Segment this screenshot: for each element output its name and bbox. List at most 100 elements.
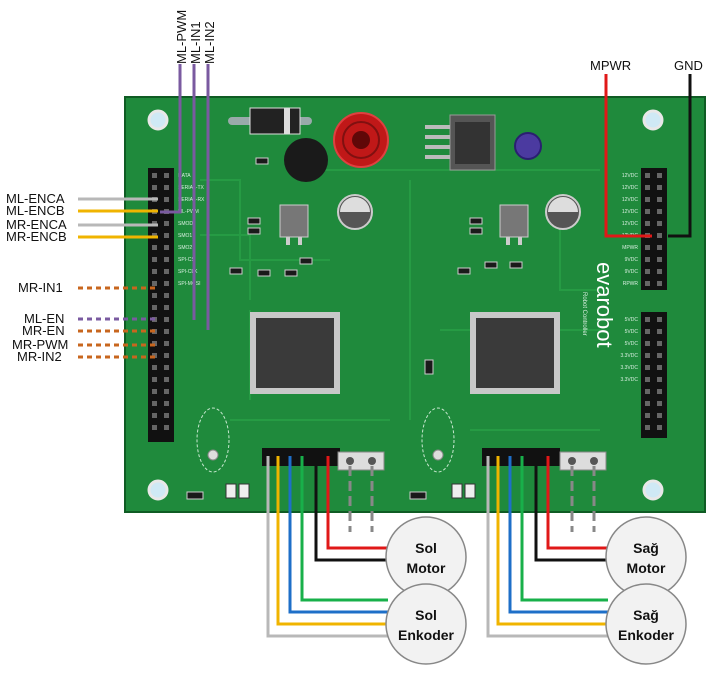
pin-label: 12VDC: [622, 209, 639, 215]
header-pin: [164, 305, 169, 310]
left-encoder-bubble: Sol Enkoder: [385, 583, 467, 665]
mounting-holes: [147, 109, 664, 501]
header-pin: [164, 317, 169, 322]
pin-label: 3.3VDC: [620, 353, 638, 359]
header-pin: [164, 353, 169, 358]
pin-label: SMO1: [178, 233, 192, 239]
pin-label: ML-PWM: [178, 209, 199, 215]
header-pin: [645, 365, 650, 370]
label-mr-enca: MR-ENCA: [6, 217, 67, 232]
header-jp3: [148, 168, 174, 442]
pin-label: SERIAL-RX: [178, 197, 205, 203]
header-pin: [164, 329, 169, 334]
regulator-left: [279, 194, 373, 245]
header-pin: [152, 377, 157, 382]
svg-text:Motor: Motor: [627, 560, 666, 576]
header-pin: [645, 413, 650, 418]
label-ml-enca: ML-ENCA: [6, 191, 65, 206]
header-pin: [657, 413, 662, 418]
header-pin: [152, 401, 157, 406]
header-pin: [164, 173, 169, 178]
pin-label: MPWR: [622, 245, 638, 251]
svg-text:Enkoder: Enkoder: [618, 627, 675, 643]
label-ml-in2: ML-IN2: [202, 21, 217, 64]
right-encoder-bubble: Sağ Enkoder: [605, 583, 687, 665]
label-mr-pwm: MR-PWM: [12, 337, 68, 352]
pin-label: 12VDC: [622, 221, 639, 227]
header-pin: [164, 233, 169, 238]
pin-label: 12VDC: [622, 185, 639, 191]
header-pin: [657, 269, 662, 274]
header-pin: [657, 353, 662, 358]
header-pin: [657, 329, 662, 334]
pin-label: SERIAL-TX: [178, 185, 205, 191]
top-labels: ML-PWM ML-IN1 ML-IN2: [174, 10, 217, 64]
header-jp2: [641, 312, 667, 438]
svg-text:evarobot: evarobot: [592, 262, 617, 348]
header-pin: [645, 269, 650, 274]
left-motor-wiring: [266, 456, 388, 638]
header-pin: [164, 401, 169, 406]
header-pin: [645, 389, 650, 394]
capacitor-c2: [284, 138, 328, 182]
pin-label: SMOD: [178, 221, 193, 227]
leds: [225, 483, 476, 499]
power-wires: MPWR GND: [590, 58, 703, 238]
top-signal-wires: [160, 64, 210, 330]
motor-driver-right: [470, 312, 560, 394]
pin-label: DATA: [178, 173, 191, 179]
label-ml-in1: ML-IN1: [188, 21, 203, 64]
voltage-regulator: [425, 114, 496, 171]
svg-text:Sol: Sol: [415, 540, 437, 556]
header-pin: [152, 269, 157, 274]
header-pin: [657, 317, 662, 322]
svg-text:Sağ: Sağ: [633, 607, 659, 623]
header-pin: [657, 401, 662, 406]
header-pin: [645, 353, 650, 358]
label-mr-en: MR-EN: [22, 323, 65, 338]
header-pin: [152, 281, 157, 286]
header-pin: [657, 221, 662, 226]
pin-label: 5VDC: [625, 329, 639, 335]
label-mpwr: MPWR: [590, 58, 631, 73]
pin-label: SPI-CLK: [178, 269, 198, 275]
header-pin: [645, 197, 650, 202]
header-pin: [645, 209, 650, 214]
motor-driver-left: [250, 312, 340, 394]
header-pin: [657, 209, 662, 214]
header-pin: [164, 281, 169, 286]
header-pin: [152, 257, 157, 262]
header-pin: [164, 389, 169, 394]
capacitor-c1: [514, 132, 542, 160]
header-pin: [164, 413, 169, 418]
svg-text:Motor: Motor: [407, 560, 446, 576]
header-pin: [164, 185, 169, 190]
header-pin: [657, 233, 662, 238]
header-pin: [152, 425, 157, 430]
pin-label: 12VDC: [622, 173, 639, 179]
pin-label: SPI-MOSI: [178, 281, 201, 287]
inductor: [333, 112, 389, 168]
svg-text:Sağ: Sağ: [633, 540, 659, 556]
header-pin: [164, 341, 169, 346]
header-pin: [657, 185, 662, 190]
header-jp1: [641, 168, 667, 290]
header-pin: [645, 377, 650, 382]
header-pin: [164, 245, 169, 250]
svg-text:Enkoder: Enkoder: [398, 627, 455, 643]
regulator-right: [499, 194, 581, 245]
label-mr-encb: MR-ENCB: [6, 229, 67, 244]
header-pin: [164, 269, 169, 274]
header-pin: [645, 173, 650, 178]
header-pin: [152, 185, 157, 190]
pin-label: 3.3VDC: [620, 377, 638, 383]
header-pin: [657, 377, 662, 382]
right-motor-bubble: Sağ Motor: [605, 516, 687, 598]
header-pin: [645, 257, 650, 262]
header-pin: [657, 365, 662, 370]
pin-label: 12VDC: [622, 197, 639, 203]
header-pin: [152, 305, 157, 310]
header-pin: [645, 245, 650, 250]
right-motor-wiring: [486, 456, 608, 638]
header-pin: [164, 197, 169, 202]
